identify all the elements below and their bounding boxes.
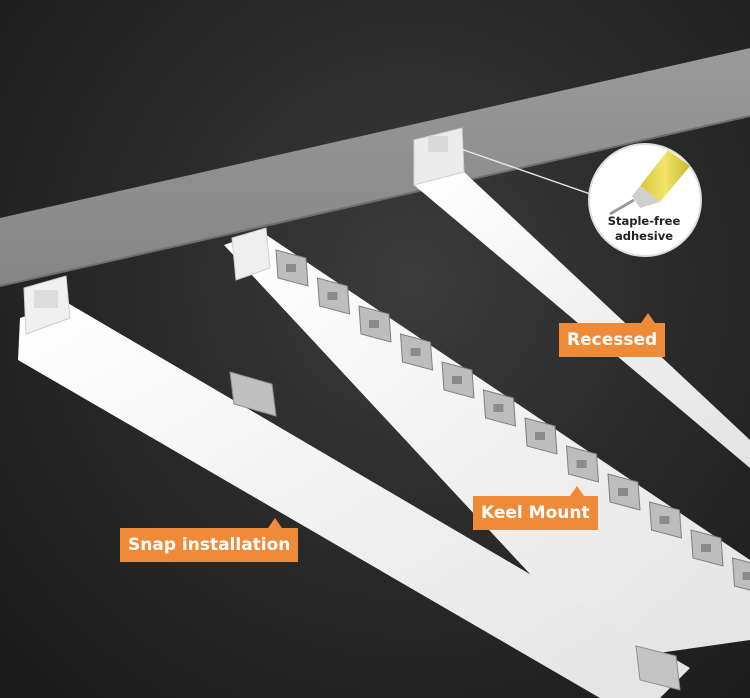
snap-installation-callout: Snap installation (120, 518, 299, 562)
keel-clip-hole (327, 292, 338, 300)
keel-clip-hole (535, 432, 545, 440)
recessed-profile (414, 172, 750, 468)
ceiling-edge (0, 115, 750, 287)
keel-clip (731, 557, 750, 591)
keel-clip-hole (369, 320, 379, 328)
keel-clip-hole (452, 376, 462, 384)
snap-profile (18, 302, 690, 698)
snap-clip (229, 371, 277, 417)
keel-clips (275, 249, 750, 591)
callout-leader-line (457, 147, 597, 197)
keel-mount-profile (224, 232, 750, 660)
recessed-profile-notch (428, 136, 448, 152)
snap-clip-end (635, 645, 681, 691)
keel-clip-hole (286, 264, 296, 272)
adhesive-caption-line1: Staple-free (607, 214, 681, 228)
keel-clip-hole (410, 348, 421, 356)
snap-profile-notch (34, 290, 58, 308)
keel-clip-hole (493, 404, 504, 412)
keel-clip-hole (659, 516, 670, 524)
ceiling-slab (0, 48, 750, 286)
recessed-profile-end (413, 127, 465, 186)
keel-clip-hole (576, 460, 587, 468)
adhesive-caption-line2: adhesive (614, 229, 674, 243)
adhesive-tube-icon (609, 150, 690, 216)
keel-mount-profile-end (231, 227, 271, 281)
recessed-callout: Recessed (559, 313, 666, 357)
keel-clip-hole (618, 488, 628, 496)
keel-clip-hole (742, 572, 750, 580)
adhesive-caption: Staple-free adhesive (604, 214, 684, 244)
keel-clip-hole (701, 544, 711, 552)
keel-mount-callout: Keel Mount (473, 486, 598, 530)
